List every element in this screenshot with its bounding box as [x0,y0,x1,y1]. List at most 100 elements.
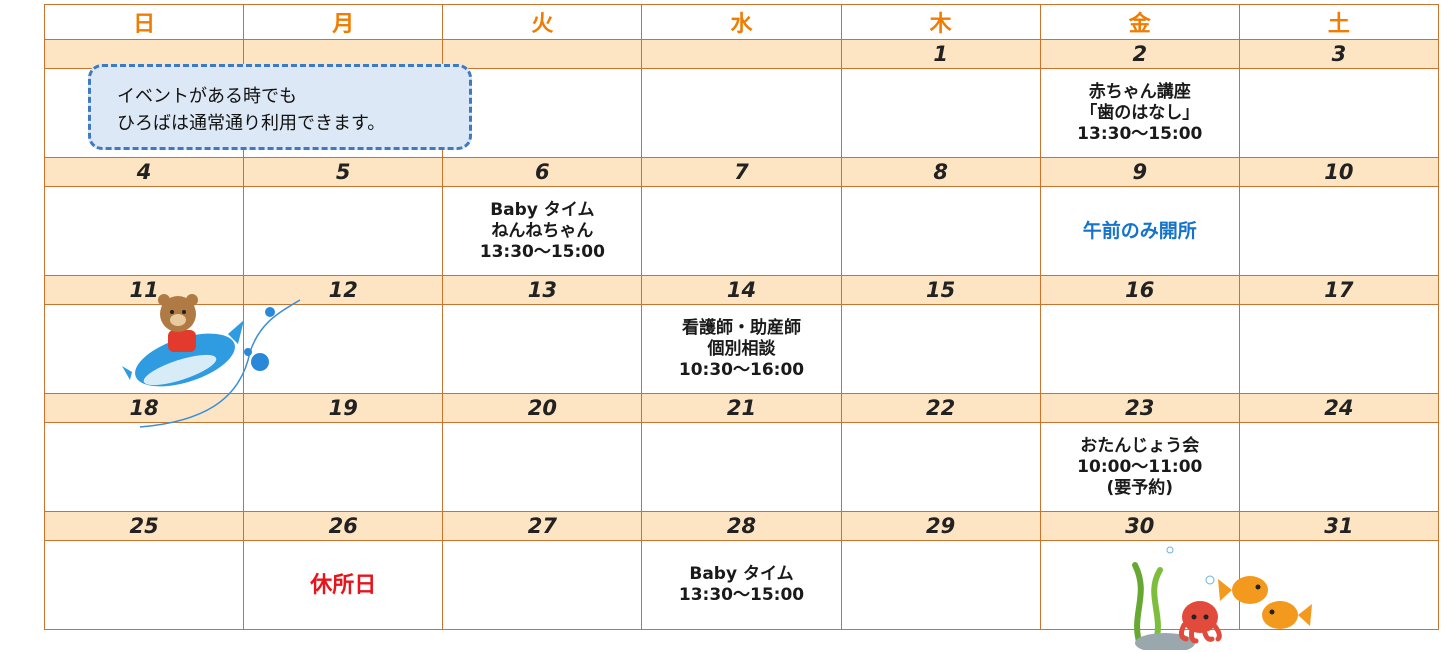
day-cell [43,540,245,630]
date-number [243,39,444,69]
event-text: 13:30〜15:00 [678,585,805,605]
date-number: 9 [1039,157,1240,187]
day-cell [243,422,444,512]
weekday-wed: 水 [641,4,842,40]
event-text: 13:30〜15:00 [1077,123,1203,144]
date-number: 27 [442,511,643,541]
day-cell [641,186,842,276]
date-number: 28 [641,511,842,541]
event-text: Baby タイム [689,564,794,584]
day-cell [840,186,1041,276]
weekday-sat: 土 [1238,4,1440,40]
event-text: 看護師・助産師 [681,317,801,338]
date-number: 6 [442,157,643,187]
date-number: 30 [1039,511,1240,541]
bear-riding-dolphin-icon [122,294,301,428]
day-cell [243,304,444,394]
date-number: 15 [840,275,1041,305]
date-number: 22 [840,393,1041,423]
day-cell [1238,186,1440,276]
date-number: 3 [1238,39,1440,69]
event-text: ねんねちゃん [491,220,594,241]
date-number [641,39,842,69]
day-cell: 午前のみ開所 [1039,186,1240,276]
octopus-icon [1178,601,1222,644]
day-cell [43,186,245,276]
date-number: 25 [43,511,245,541]
date-number: 23 [1039,393,1240,423]
event-text: 13:30〜15:00 [479,241,605,262]
day-cell [442,304,643,394]
weekday-sun: 日 [43,4,245,40]
day-cell [1238,422,1440,512]
date-number: 4 [43,157,245,187]
seaweed-icon [1132,562,1163,648]
date-number [442,39,643,69]
date-number: 20 [442,393,643,423]
day-cell [442,68,643,158]
date-number: 29 [840,511,1041,541]
sea-decoration [1132,546,1312,650]
day-cell [641,422,842,512]
date-number: 8 [840,157,1041,187]
day-cell [840,304,1041,394]
date-number: 14 [641,275,842,305]
event-text: Baby タイム [490,199,595,220]
day-cell [442,540,643,630]
date-number: 26 [243,511,444,541]
day-cell [641,68,842,158]
day-cell [840,540,1041,630]
event-text: (要予約) [1106,477,1174,498]
event-text: 10:30〜16:00 [678,359,805,380]
day-cell: 赤ちゃん講座「歯のはなし」13:30〜15:00 [1039,68,1240,158]
weekday-header: 日 月 火 水 木 金 土 [43,4,1440,40]
date-number: 21 [641,393,842,423]
date-number: 2 [1039,39,1240,69]
weekday-thu: 木 [840,4,1041,40]
day-cell [442,422,643,512]
day-cell [1039,304,1240,394]
notice-line: ひろばは通常通り利用できます。 [117,113,386,133]
notice-box: イベントがある時でも ひろばは通常通り利用できます。 [88,64,472,150]
event-text: 赤ちゃん講座 [1088,81,1191,102]
event-text: 休所日 [310,572,377,598]
event-text: 午前のみ開所 [1082,219,1197,242]
day-cell [840,422,1041,512]
date-number: 17 [1238,275,1440,305]
date-number: 19 [243,393,444,423]
goldfish-icon [1218,576,1268,604]
date-number: 10 [1238,157,1440,187]
weekday-tue: 火 [442,4,643,40]
date-number: 16 [1039,275,1240,305]
event-text: 10:00〜11:00 [1077,456,1203,477]
weekday-fri: 金 [1039,4,1240,40]
event-text: おたんじょう会 [1080,435,1200,456]
day-cell [43,422,245,512]
day-cell [840,68,1041,158]
day-cell: 休所日 [243,540,444,630]
date-number: 1 [840,39,1041,69]
goldfish-icon [1262,601,1312,629]
notice-line: イベントがある時でも [117,86,297,106]
date-number: 13 [442,275,643,305]
day-cell [243,186,444,276]
date-number: 24 [1238,393,1440,423]
event-text: 個別相談 [707,338,776,359]
date-number: 5 [243,157,444,187]
day-cell [1238,68,1440,158]
weekday-mon: 月 [243,4,444,40]
event-text: 「歯のはなし」 [1080,102,1200,123]
